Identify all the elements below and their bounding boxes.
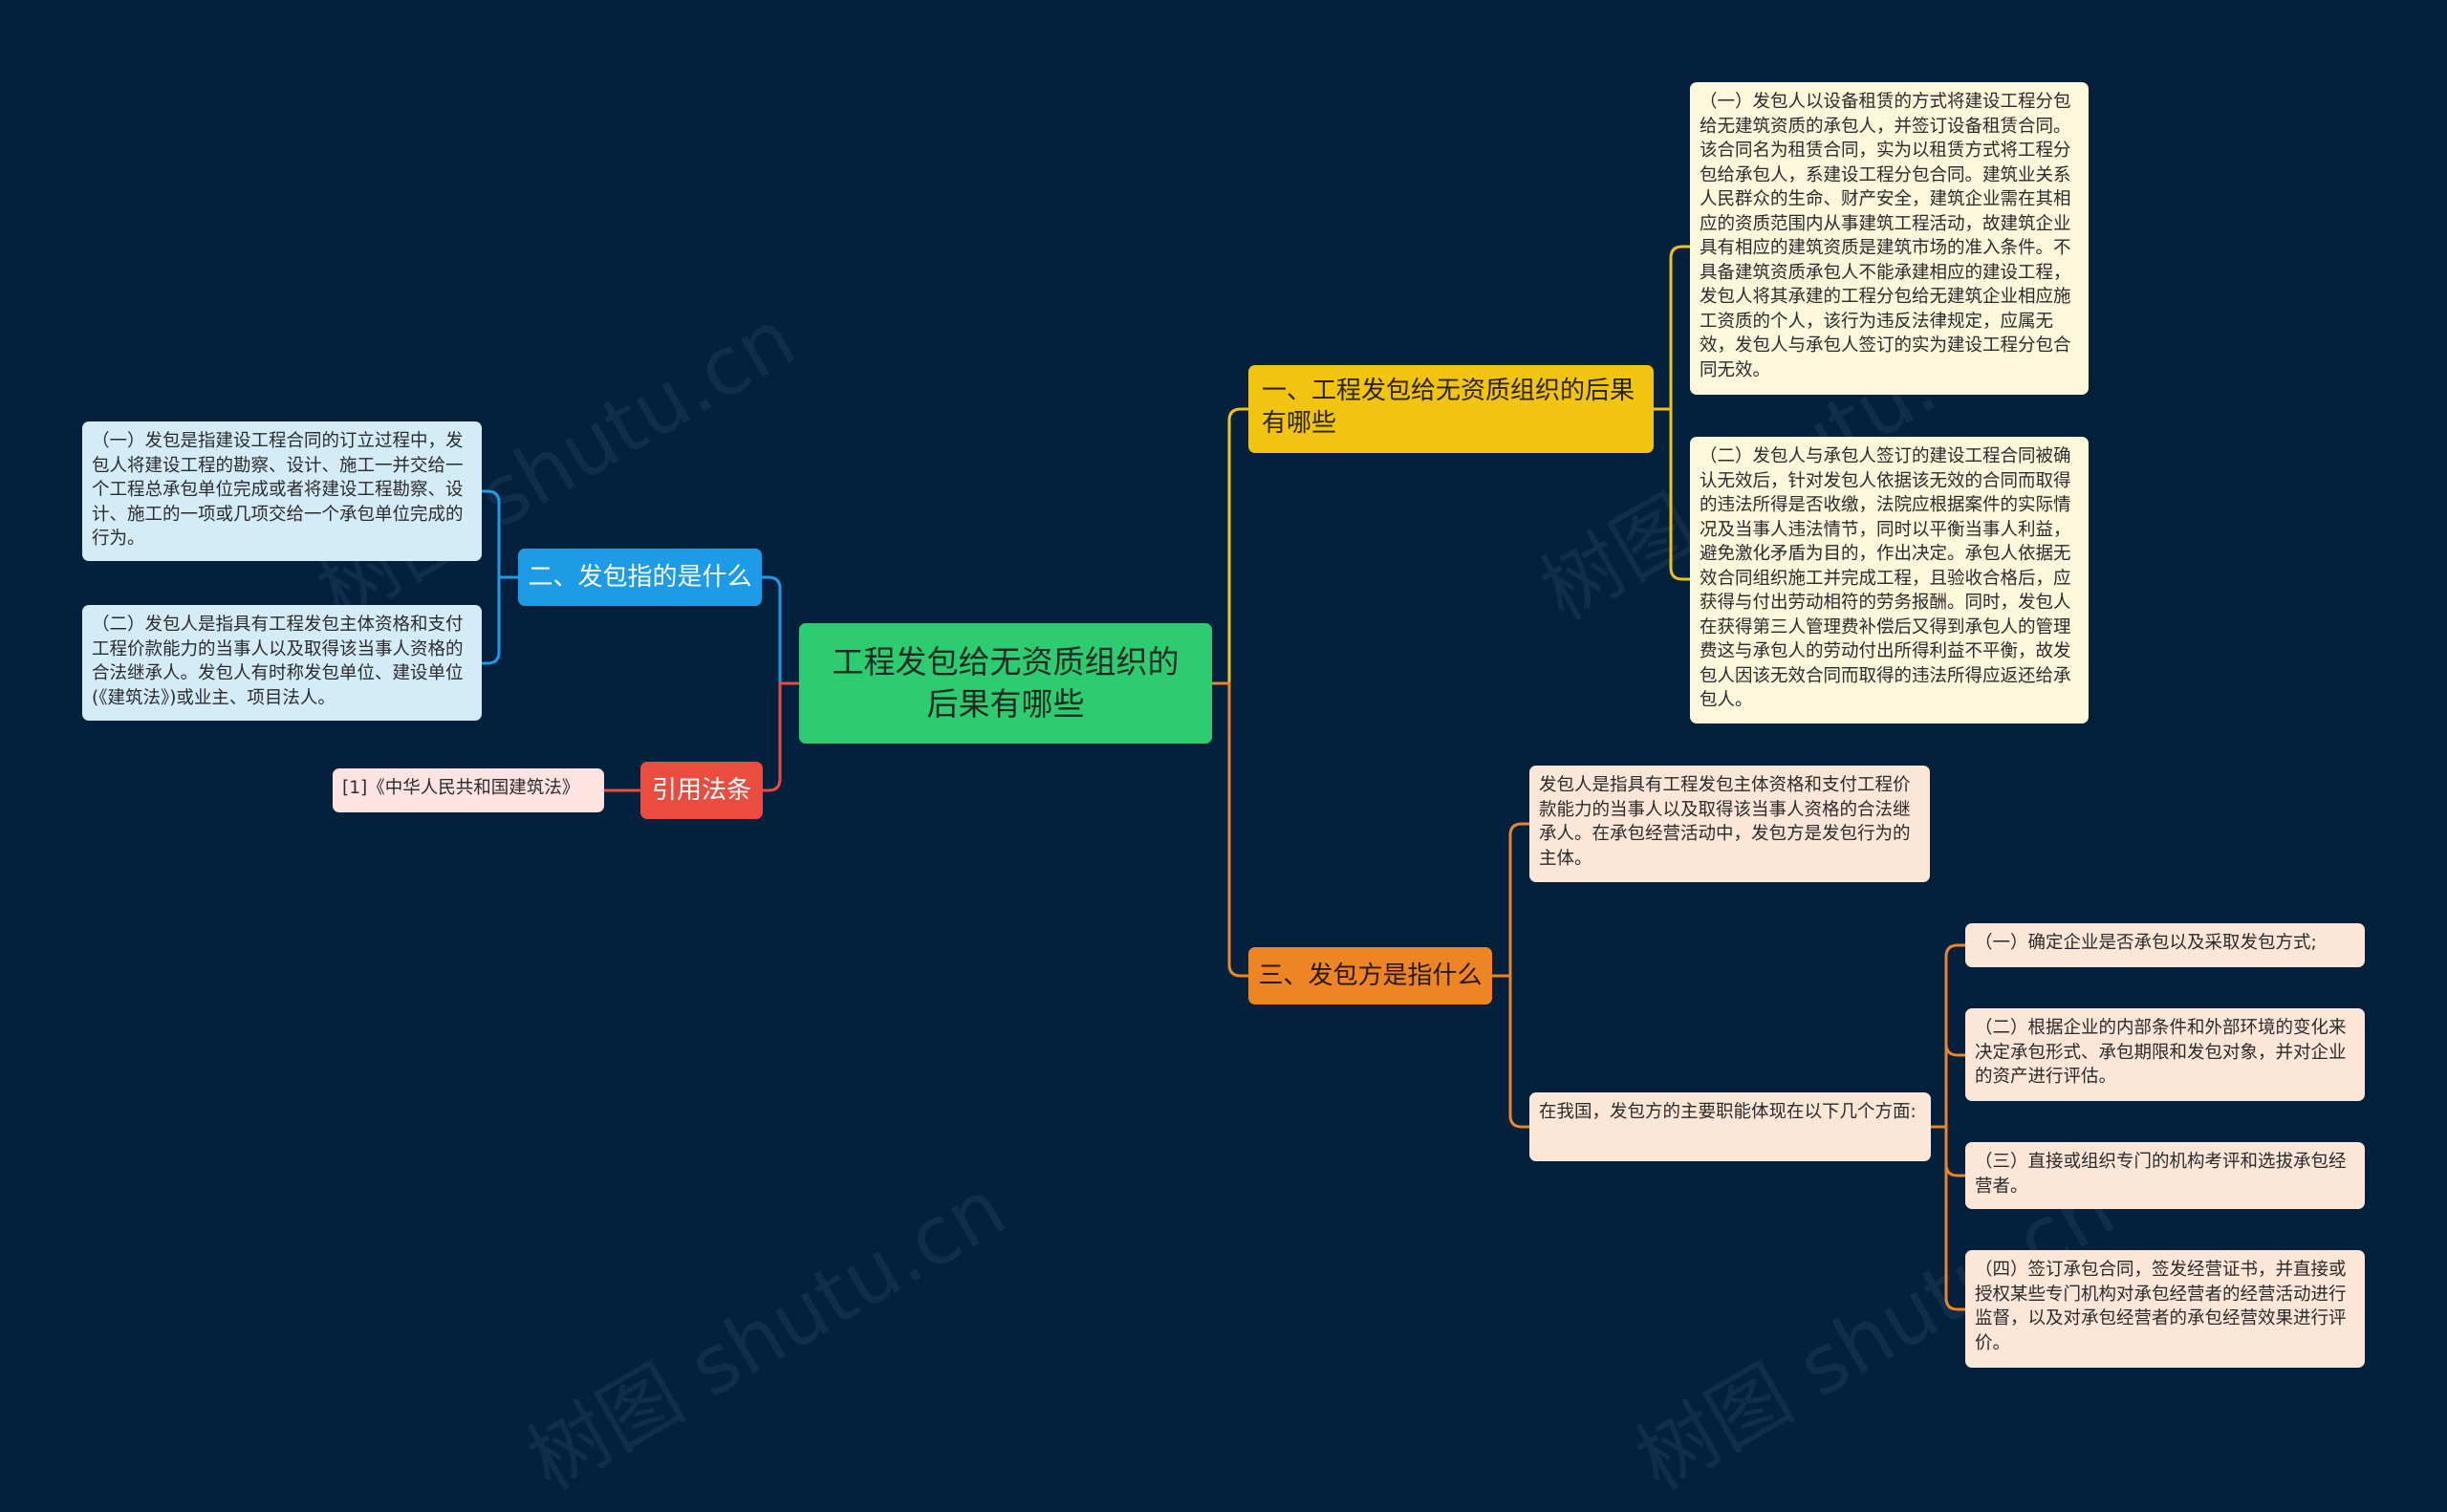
employer-definition-text: 发包人是指具有工程发包主体资格和支付工程价款能力的当事人以及取得该当事人资格的合… (1539, 775, 1911, 869)
edge-branch1-detail1 (1654, 245, 1690, 411)
employer-function-1-text: （一）确定企业是否承包以及采取发包方式; (1975, 933, 2317, 953)
employer-function-4[interactable]: （四）签订承包合同，签发经营证书，并直接或授权某些专门机构对承包经营者的经营活动… (1965, 1250, 2365, 1368)
edge-branch2-detail2 (482, 575, 518, 665)
branch-cited-laws-title: 引用法条 (651, 776, 751, 805)
edge-root-branch3 (1212, 681, 1248, 978)
contracting-detail-2[interactable]: （二）发包人是指具有工程发包主体资格和支付工程价款能力的当事人以及取得该当事人资… (82, 605, 482, 721)
consequences-detail-2[interactable]: （二）发包人与承包人签订的建设工程合同被确认无效后，针对发包人依据该无效的合同而… (1690, 437, 2089, 724)
law-reference-text: [1]《中华人民共和国建筑法》 (342, 778, 580, 798)
root-topic[interactable]: 工程发包给无资质组织的后果有哪些 (799, 623, 1212, 744)
consequences-detail-1[interactable]: （一）发包人以设备租赁的方式将建设工程分包给无建筑资质的承包人，并签订设备租赁合… (1690, 82, 2089, 395)
employer-function-3[interactable]: （三）直接或组织专门的机构考评和选拔承包经营者。 (1965, 1142, 2365, 1209)
employer-functions-intro[interactable]: 在我国，发包方的主要职能体现在以下几个方面: (1529, 1092, 1931, 1161)
edge-branch3-functions (1492, 974, 1529, 1129)
edge-root-branch4 (763, 681, 799, 792)
edge-functions-1 (1931, 943, 1965, 1129)
edge-root-branch2 (762, 575, 799, 685)
edge-functions-3 (1931, 1125, 1965, 1177)
contracting-detail-1-text: （一）发包是指建设工程合同的订立过程中，发包人将建设工程的勘察、设计、施工一并交… (92, 431, 464, 549)
branch-what-is-contracting-title: 二、发包指的是什么 (528, 563, 752, 592)
branch-employer-definition[interactable]: 三、发包方是指什么 (1248, 947, 1492, 1004)
mind-map-canvas: 树图 shutu.cn 树图 shutu.cn 树图 shutu.cn 树图 s… (82, 82, 2365, 1508)
contracting-detail-1[interactable]: （一）发包是指建设工程合同的订立过程中，发包人将建设工程的勘察、设计、施工一并交… (82, 421, 482, 561)
connector-lines (482, 245, 1965, 1311)
edge-functions-4 (1931, 1125, 1965, 1311)
employer-function-3-text: （三）直接或组织专门的机构考评和选拔承包经营者。 (1975, 1152, 2347, 1197)
consequences-detail-2-text: （二）发包人与承包人签订的建设工程合同被确认无效后，针对发包人依据该无效的合同而… (1700, 446, 2071, 710)
root-topic-text: 工程发包给无资质组织的后果有哪些 (832, 643, 1180, 723)
employer-function-2-text: （二）根据企业的内部条件和外部环境的变化来决定承包形式、承包期限和发包对象，并对… (1975, 1018, 2347, 1087)
branch-cited-laws[interactable]: 引用法条 (640, 762, 763, 819)
branch-employer-definition-title: 三、发包方是指什么 (1258, 961, 1483, 990)
edge-root-branch1 (1212, 407, 1248, 685)
employer-function-2[interactable]: （二）根据企业的内部条件和外部环境的变化来决定承包形式、承包期限和发包对象，并对… (1965, 1008, 2365, 1101)
branch-consequences[interactable]: 一、工程发包给无资质组织的后果有哪些 (1248, 365, 1654, 453)
branch-consequences-title: 一、工程发包给无资质组织的后果有哪些 (1262, 377, 1635, 438)
edge-branch2-detail1 (482, 489, 518, 579)
law-reference[interactable]: [1]《中华人民共和国建筑法》 (333, 768, 604, 812)
consequences-detail-1-text: （一）发包人以设备租赁的方式将建设工程分包给无建筑资质的承包人，并签订设备租赁合… (1700, 92, 2071, 380)
employer-function-1[interactable]: （一）确定企业是否承包以及采取发包方式; (1965, 923, 2365, 967)
employer-function-4-text: （四）签订承包合同，签发经营证书，并直接或授权某些专门机构对承包经营者的经营活动… (1975, 1260, 2347, 1353)
employer-definition[interactable]: 发包人是指具有工程发包主体资格和支付工程价款能力的当事人以及取得该当事人资格的合… (1529, 766, 1930, 882)
contracting-detail-2-text: （二）发包人是指具有工程发包主体资格和支付工程价款能力的当事人以及取得该当事人资… (92, 615, 464, 708)
edge-functions-2 (1931, 1043, 1965, 1129)
branch-what-is-contracting[interactable]: 二、发包指的是什么 (518, 549, 762, 606)
edge-branch1-detail2 (1654, 407, 1690, 581)
employer-functions-intro-text: 在我国，发包方的主要职能体现在以下几个方面: (1539, 1102, 1916, 1122)
edge-branch3-definition (1492, 822, 1529, 978)
